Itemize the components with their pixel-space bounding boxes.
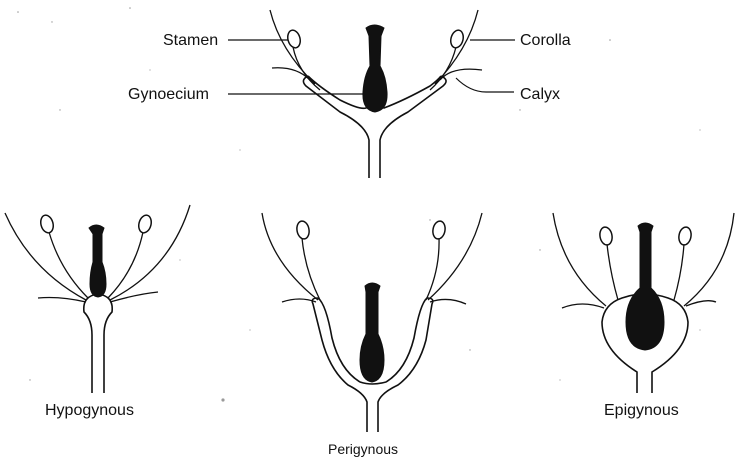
calyx-leader [456,78,514,92]
label-corolla: Corolla [520,32,571,49]
gynoecium-shape [363,25,387,112]
stamen-anther-right [449,29,465,49]
perigynous-cup-outer [312,298,367,432]
label-stamen: Stamen [163,32,218,49]
epigynous-anther-right [678,226,693,246]
epigynous-petal-left [553,213,606,306]
thalamus-outer-right [380,76,446,178]
hypogynous-thalamus [84,294,112,393]
perigynous-anther-right [432,220,447,240]
hypogynous-filament-left [49,232,88,298]
hypogynous-anther-left [39,214,55,234]
flower-perigynous [262,213,482,432]
perigynous-petal-left [262,213,318,300]
flower-hypogynous [5,205,190,393]
epigynous-anther-left [599,226,614,246]
label-gynoecium: Gynoecium [128,86,209,103]
hypogynous-sepal-right [110,292,158,302]
epigynous-filament-left [607,244,618,300]
hypogynous-anther-right [137,214,153,234]
thalamus-outer [303,76,369,178]
perigynous-filament-left [302,238,320,300]
perigynous-sepal-left [282,299,316,302]
epigynous-gynoecium [626,223,664,350]
stamen-anther-left [286,29,302,49]
perigynous-gynoecium [360,283,384,382]
label-calyx: Calyx [520,86,560,103]
label-epigynous: Epigynous [604,402,679,419]
perigynous-sepal-right [430,299,466,304]
flower-epigynous [553,213,734,393]
epigynous-sepal-right [686,301,716,306]
hypogynous-filament-right [108,232,143,298]
epigynous-filament-right [674,244,684,300]
epigynous-petal-right [684,213,734,306]
label-hypogynous: Hypogynous [45,402,134,419]
perigynous-anther-left [296,220,311,240]
epigynous-sepal-left [562,304,604,308]
hypogynous-sepal-left [38,298,86,303]
label-perigynous: Perigynous [328,441,398,457]
scan-noise [17,7,700,401]
hypogynous-gynoecium [89,225,106,297]
perigynous-cup-outer-right [378,298,433,432]
